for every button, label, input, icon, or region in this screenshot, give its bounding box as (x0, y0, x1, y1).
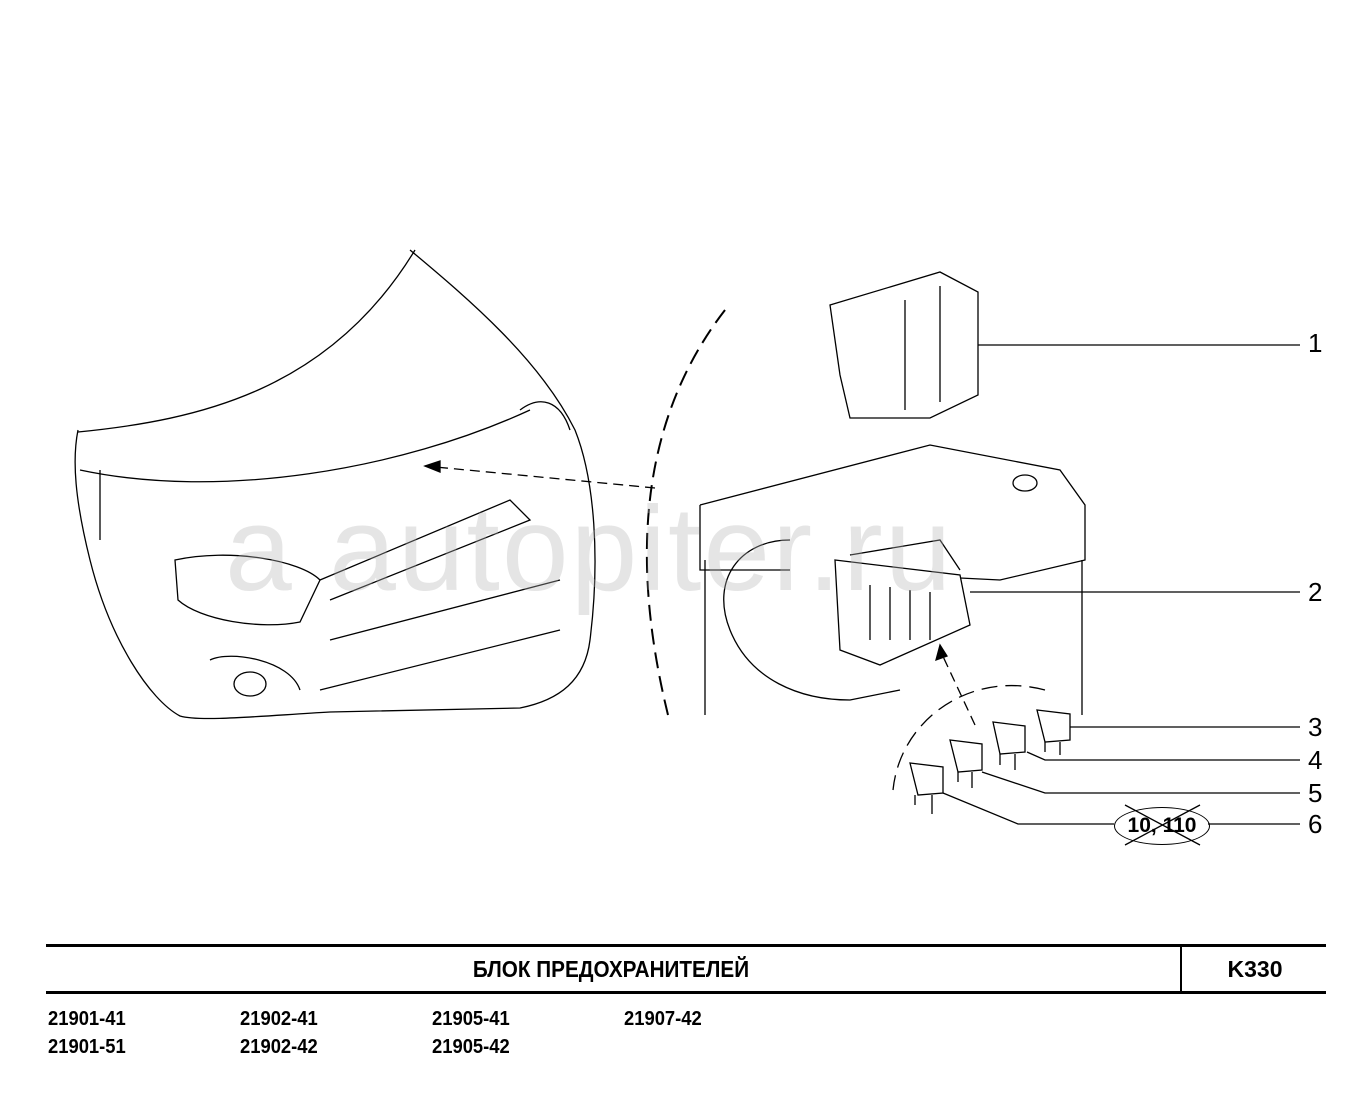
fuse-block-diagram (74, 249, 1300, 846)
detail-separator-arc (645, 309, 726, 716)
watermark: a autopiter.ru (225, 482, 954, 616)
model-code: 21907-42 (624, 1008, 702, 1030)
arrow-to-car (424, 465, 656, 489)
callout-4: 4 (1308, 745, 1323, 775)
fuse-cover-part-1 (829, 271, 1300, 419)
model-code: 21905-41 (432, 1008, 510, 1030)
callout-3: 3 (1308, 712, 1323, 742)
callout-2: 2 (1308, 577, 1323, 607)
model-code: 21901-51 (48, 1036, 126, 1058)
fuses-3-6 (909, 709, 1071, 814)
callout-1: 1 (1308, 328, 1323, 358)
fuse-detail-arc (892, 685, 1046, 791)
arrowhead (935, 643, 948, 662)
arrowhead (423, 460, 441, 473)
page-title: БЛОК ПРЕДОХРАНИТЕЛЕЙ (472, 956, 750, 982)
model-code: 21902-41 (240, 1008, 318, 1030)
fuse-box-part-2 (699, 444, 1300, 715)
crossed-note: 10, 110 (1114, 807, 1210, 845)
car-front-illustration (74, 249, 596, 720)
arrow-to-fuse-box (939, 649, 976, 726)
model-code: 21902-42 (240, 1036, 318, 1058)
callout-5: 5 (1308, 778, 1323, 808)
title-bar: БЛОК ПРЕДОХРАНИТЕЛЕЙ K330 (46, 944, 1326, 994)
model-code: 21901-41 (48, 1008, 126, 1030)
model-code: 21905-42 (432, 1036, 510, 1058)
diagram-code: K330 (1180, 947, 1328, 991)
callout-6: 6 (1308, 809, 1323, 839)
